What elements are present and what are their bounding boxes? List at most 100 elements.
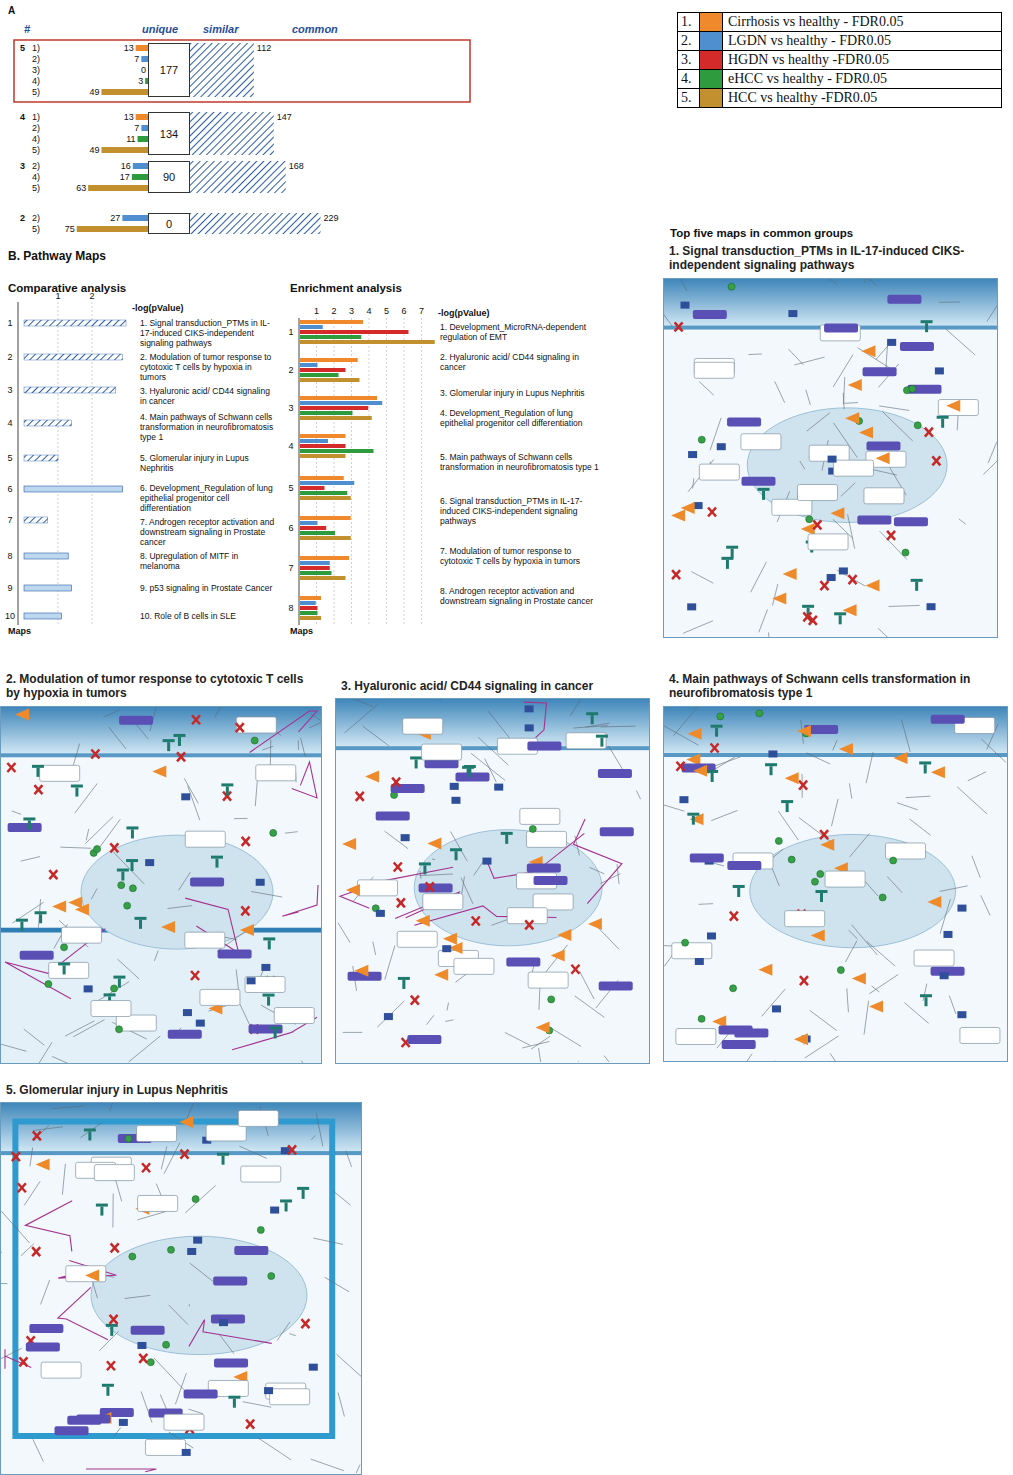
interaction-line [794, 357, 824, 365]
blue-node [788, 310, 797, 317]
label: 6 [288, 523, 293, 533]
process-tag [527, 742, 561, 751]
receptor-node [786, 803, 789, 812]
blue-node [193, 1237, 202, 1244]
enrichment-bar [300, 526, 326, 530]
red-node [241, 906, 249, 915]
receptor-node [464, 765, 476, 768]
blue-node [940, 972, 949, 979]
orange-node [869, 1000, 883, 1012]
t-cell-region [1, 933, 321, 1063]
enrichment-bar [300, 531, 335, 535]
receptor-node [285, 1203, 288, 1212]
note-box [864, 488, 904, 504]
interaction-line [311, 1459, 344, 1471]
process-tag [742, 476, 776, 485]
label: 2) [32, 123, 40, 133]
green-node [118, 881, 125, 888]
label: 1 [55, 291, 60, 301]
process-tag [419, 884, 453, 893]
interaction-line [86, 829, 89, 841]
enrichment-bar [300, 486, 325, 490]
unique-bar [101, 89, 148, 95]
interaction-line [445, 1020, 453, 1022]
label: Top five maps in common groups [670, 227, 853, 239]
blue-node [768, 750, 777, 757]
red-node [18, 1184, 26, 1193]
blue-node [196, 1019, 205, 1026]
interaction-line [778, 811, 798, 840]
enrichment-bar [300, 611, 318, 615]
pathway-map [335, 698, 650, 1064]
blue-node [256, 879, 265, 886]
red-node [820, 830, 828, 839]
receptor-node [715, 727, 718, 736]
orange-node [852, 972, 866, 984]
orange-node [811, 929, 825, 941]
note-box [528, 973, 568, 989]
red-node [246, 1420, 254, 1429]
receptor-node [920, 994, 932, 997]
receptor-node [758, 488, 770, 491]
interaction-line [522, 1042, 549, 1049]
enrichment-bar [300, 601, 316, 605]
green-node [124, 902, 131, 909]
unique-bar [101, 147, 148, 153]
pathway-item: 10. Role of B cells in SLE [140, 611, 278, 621]
axis-line [18, 302, 19, 625]
orange-node [588, 918, 602, 930]
legend-row: 4.eHCC vs healthy - FDR0.05 [678, 70, 1001, 89]
interaction-line [830, 1053, 849, 1061]
red-node [19, 1358, 27, 1367]
label: 6 [7, 484, 12, 494]
red-node [525, 921, 533, 930]
interaction-line [255, 781, 257, 806]
red-node [107, 1362, 115, 1371]
process-tag [907, 385, 941, 394]
red-node [887, 531, 895, 540]
note-box [185, 932, 225, 948]
note-box [808, 534, 848, 550]
extracellular-band [1, 707, 321, 753]
process-tag [131, 1326, 165, 1335]
interaction-line [957, 787, 987, 814]
interaction-line [699, 381, 714, 395]
interaction-line [548, 1027, 581, 1047]
process-tag [214, 1359, 248, 1368]
interaction-line [167, 905, 192, 908]
red-node [301, 1320, 309, 1329]
legend-swatch-cell [700, 51, 723, 69]
green-node [548, 996, 555, 1003]
interaction-line [73, 1019, 104, 1036]
interaction-line [41, 1280, 50, 1304]
interaction-line [856, 279, 865, 283]
unique-bar [77, 226, 148, 232]
red-node [711, 743, 719, 752]
enrichment-bar [300, 401, 382, 405]
note-box [206, 1125, 246, 1141]
label: 2 [7, 352, 12, 362]
orange-node [342, 838, 356, 850]
interaction-line [100, 1332, 119, 1351]
pathway-map [0, 1102, 362, 1475]
label: 27 [110, 213, 120, 223]
interaction-line [214, 707, 226, 718]
receptor-node [215, 858, 218, 867]
green-node [717, 713, 724, 720]
interaction-line [251, 891, 282, 897]
enrichment-bar [300, 439, 328, 443]
orange-node [785, 772, 799, 784]
blue-node [695, 958, 704, 965]
pathway-item: 2. Hyaluronic acid/ CD44 signaling in ca… [440, 352, 605, 372]
label: 16 [121, 161, 131, 171]
receptor-node [20, 921, 23, 930]
interaction-line [313, 1238, 343, 1244]
interaction-line [833, 740, 837, 750]
unique-bar [138, 136, 148, 142]
blue-node [261, 964, 270, 971]
legend-number-cell: 3. [678, 51, 700, 69]
receptor-node [711, 724, 723, 727]
receptor-node [110, 1327, 113, 1336]
blue-node [957, 904, 966, 911]
process-tag [866, 441, 900, 450]
